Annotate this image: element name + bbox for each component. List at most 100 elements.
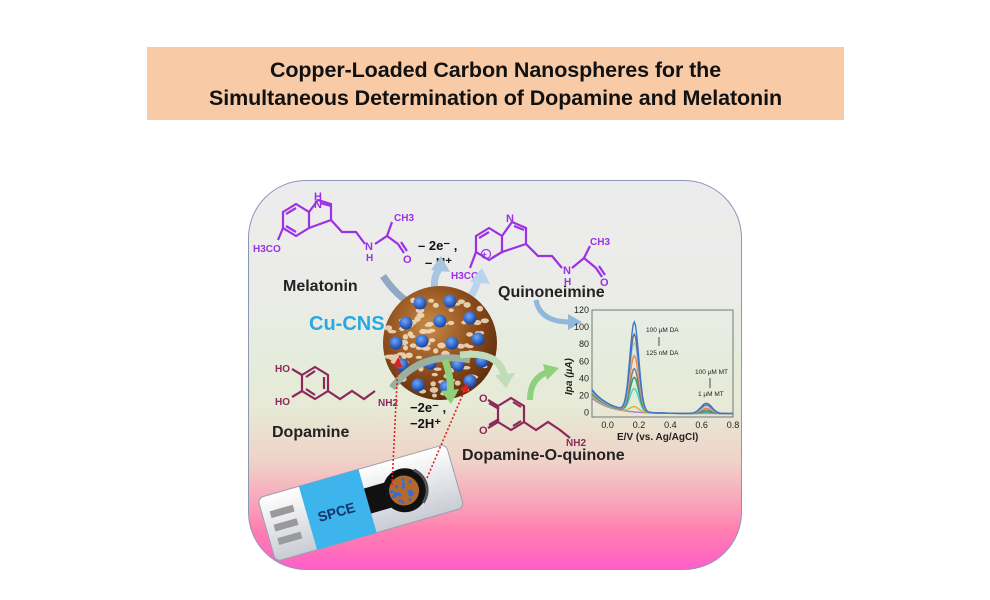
melatonin-labels: H N H3CO N H CH3 O xyxy=(253,191,414,266)
nanosphere-pore xyxy=(403,345,409,351)
zoom-connector-right xyxy=(426,382,469,479)
nanosphere-pore xyxy=(454,380,461,386)
nanosphere-pore xyxy=(415,308,425,314)
y-tick-label: 80 xyxy=(579,339,589,349)
dopamine-o-quinone-label: Dopamine-O-quinone xyxy=(462,447,625,464)
nanosphere-pore xyxy=(414,316,421,322)
dopamine-oh-2: HO xyxy=(275,397,290,408)
title-line-1: Copper-Loaded Carbon Nanospheres for the xyxy=(269,57,722,82)
quinoneimine-carbonyl-o: O xyxy=(600,277,609,289)
cu-nanoparticle xyxy=(413,296,427,310)
quinoneimine-structure xyxy=(468,220,606,278)
nanosphere-pore xyxy=(405,352,413,359)
dopamine-structure xyxy=(291,365,376,401)
nanosphere-pore xyxy=(447,320,455,326)
quinone-amine: NH2 xyxy=(566,438,586,449)
quinone-to-chart-arrow xyxy=(527,369,550,401)
dopamine-reaction-line2: −2H⁺ xyxy=(410,416,441,431)
electrode-cu-dot xyxy=(394,485,398,489)
nanosphere-pore xyxy=(409,343,417,348)
cu-nanoparticle xyxy=(463,311,477,325)
cu-nanoparticle xyxy=(415,334,429,348)
y-tick-label: 60 xyxy=(579,356,589,366)
plot-frame xyxy=(591,309,734,418)
cu-cns-label: Cu-CNS xyxy=(309,313,385,335)
nanosphere-pore xyxy=(402,333,409,340)
annotation-mt-bottom: 1 µM MT xyxy=(698,391,724,398)
x-tick-label: 0.6 xyxy=(695,420,708,430)
melatonin-amide-h: H xyxy=(366,253,373,264)
x-tick-label: 0.2 xyxy=(633,420,646,430)
quinoneimine-to-chart-arrow-head xyxy=(568,314,582,330)
cu-nanoparticle xyxy=(399,316,413,330)
y-tick-label: 100 xyxy=(574,322,589,332)
x-tick-label: 0.4 xyxy=(664,420,677,430)
nanosphere-pore xyxy=(476,305,484,312)
title-banner: Copper-Loaded Carbon Nanospheres for the… xyxy=(147,47,844,120)
cu-nanoparticle xyxy=(463,374,477,388)
y-tick-label: 20 xyxy=(579,391,589,401)
electrode-cu-dot xyxy=(389,490,394,494)
nanosphere-pore xyxy=(428,338,436,343)
dopamine-out-arrow xyxy=(459,350,509,379)
nanosphere-pore xyxy=(457,299,465,304)
melatonin-methoxy: H3CO xyxy=(253,244,281,255)
nanosphere-pore xyxy=(437,342,446,349)
melatonin-label: Melatonin xyxy=(283,278,358,295)
nanosphere-pore xyxy=(463,301,471,308)
dopamine-o-quinone-structure xyxy=(487,396,571,439)
cu-nanoparticle xyxy=(411,378,425,392)
quinoneimine-amide-n: N xyxy=(563,265,571,277)
quinoneimine-to-chart-arrow xyxy=(533,299,571,325)
dopamine-reaction-line1: −2e⁻ , xyxy=(410,400,446,415)
dopamine-labels: HO HO NH2 xyxy=(275,364,398,409)
nanosphere-pore xyxy=(419,328,427,335)
cu-nanoparticle xyxy=(443,294,457,308)
electrode-cu-dot xyxy=(408,498,412,502)
nanosphere-pore xyxy=(466,332,473,337)
melatonin-structure xyxy=(276,198,408,254)
nanosphere-pore xyxy=(424,323,433,327)
melatonin-amide-n: N xyxy=(365,241,373,253)
nanosphere-pore xyxy=(433,367,442,371)
annotation-da-top: 100 µM DA xyxy=(646,327,679,334)
x-tick-label: 0.0 xyxy=(601,420,614,430)
electrode-cu-dot xyxy=(410,492,414,496)
dopamine-oh-1: HO xyxy=(275,364,290,375)
melatonin-n-h: H xyxy=(314,191,322,203)
quinoneimine-label: Quinoneimine xyxy=(498,284,605,301)
spce-electrode: SPCE xyxy=(258,445,464,561)
dopamine-out-arrow-head xyxy=(495,373,515,388)
electrode-cu-dot xyxy=(407,490,411,494)
nanosphere-pore xyxy=(448,308,454,313)
y-axis-label: Ipa (µA) xyxy=(564,357,575,395)
cu-nanoparticle xyxy=(433,314,447,328)
nanosphere-pore xyxy=(397,352,406,356)
dopamine-label: Dopamine xyxy=(272,424,349,441)
nanosphere-pore xyxy=(480,318,489,324)
electrode-cu-dot xyxy=(401,478,405,482)
nanosphere-pore xyxy=(384,325,393,331)
title-line-2: Simultaneous Determination of Dopamine a… xyxy=(209,85,782,110)
electrode-cu-dot xyxy=(401,485,405,489)
electrode-cu-dot xyxy=(394,493,398,497)
quinoneimine-amide-h: H xyxy=(564,277,571,288)
dopamine-amine: NH2 xyxy=(378,398,398,409)
quinoneimine-charge: + xyxy=(482,250,487,259)
quinone-to-chart-arrow-head xyxy=(543,364,559,380)
dpv-curve-c6 xyxy=(591,354,733,415)
nanosphere-pore xyxy=(430,381,436,387)
melatonin-carbonyl-o: O xyxy=(403,254,412,266)
nanosphere-pore xyxy=(409,334,416,339)
electrode-cu-dot xyxy=(401,500,405,504)
nanosphere-pore xyxy=(428,298,435,303)
dopamine-o-quinone-labels: O O NH2 xyxy=(479,393,586,449)
nanosphere-pore xyxy=(415,355,423,359)
melatonin-reaction-line1: – 2e⁻ , xyxy=(418,238,457,253)
electrode-cu-dot xyxy=(401,482,406,486)
quinoneimine-labels: N + H3CO N H CH3 O xyxy=(451,213,610,289)
nanosphere-pore xyxy=(442,350,448,354)
cu-nanoparticle xyxy=(389,336,403,350)
dopamine-reaction-conditions: −2e⁻ , −2H⁺ xyxy=(410,400,446,431)
